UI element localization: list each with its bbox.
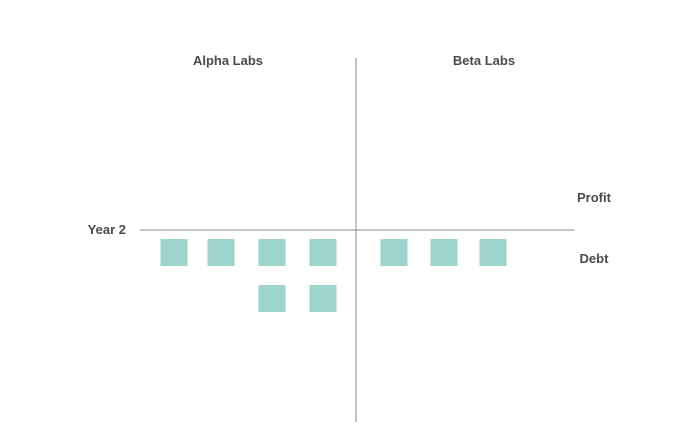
upper-half-label: Profit — [577, 190, 612, 205]
debt-unit-beta-1 — [380, 239, 408, 266]
group-label-alpha: Alpha Labs — [193, 53, 263, 68]
debt-unit-alpha-2 — [207, 239, 235, 266]
debt-unit-beta-3 — [479, 239, 507, 266]
row-label: Year 2 — [88, 222, 126, 237]
debt-unit-alpha-5 — [258, 285, 286, 312]
debt-unit-alpha-1 — [160, 239, 188, 266]
debt-unit-beta-2 — [430, 239, 458, 266]
group-label-beta: Beta Labs — [453, 53, 515, 68]
unit-squares — [160, 239, 507, 312]
debt-unit-alpha-3 — [258, 239, 286, 266]
debt-unit-alpha-4 — [309, 239, 337, 266]
debt-unit-alpha-6 — [309, 285, 337, 312]
lower-half-label: Debt — [580, 251, 610, 266]
